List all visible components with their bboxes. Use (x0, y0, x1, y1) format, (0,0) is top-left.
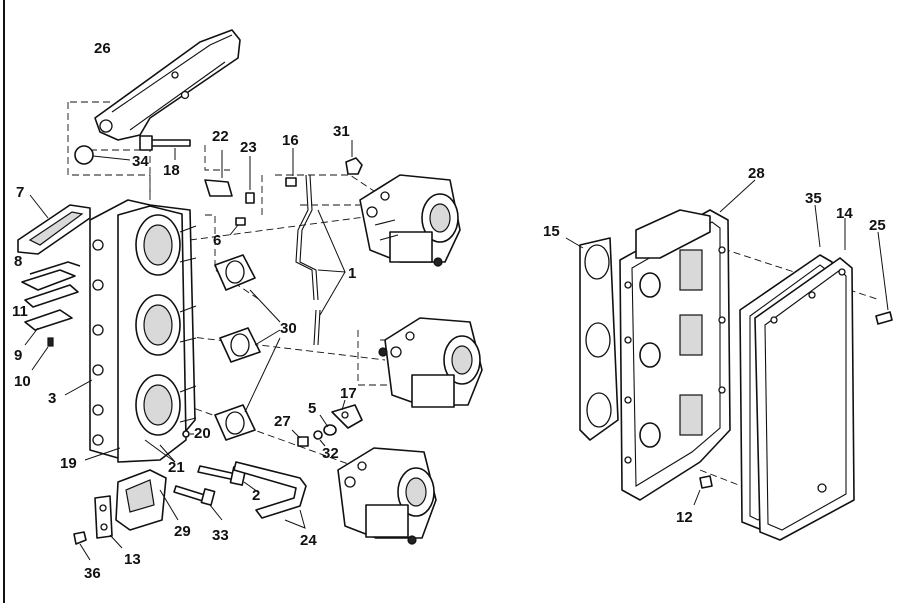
callout-13: 13 (124, 551, 141, 568)
part-21-fitting (144, 439, 176, 463)
part-16-screw (285, 148, 297, 187)
part-23-screw (245, 156, 255, 204)
part-10-screw (31, 337, 54, 371)
part-14-exhaust-cover (754, 218, 855, 541)
part-32-nut (313, 430, 326, 447)
callout-labels: 1 2 3 5 6 7 8 9 10 11 12 13 14 15 16 17 … (12, 40, 886, 582)
part-24-hose (233, 461, 307, 529)
callout-21: 21 (168, 459, 185, 476)
part-29-bracket (115, 469, 179, 531)
callout-20: 20 (194, 425, 211, 442)
callout-31: 31 (333, 123, 350, 140)
callout-1: 1 (348, 265, 356, 282)
part-13-plate (94, 495, 123, 549)
callout-7: 7 (16, 184, 24, 201)
part-34-plug (74, 145, 131, 165)
part-30-gaskets (214, 254, 281, 441)
part-20-pin (182, 430, 194, 438)
callout-29: 29 (174, 523, 191, 540)
callout-10: 10 (14, 373, 31, 390)
carburetor-middle (378, 317, 483, 408)
callout-23: 23 (240, 139, 257, 156)
part-12-screw (693, 475, 713, 506)
callout-18: 18 (163, 162, 180, 179)
callout-32: 32 (322, 445, 339, 462)
part-11-reed-stop (24, 284, 79, 308)
callout-11: 11 (12, 303, 28, 320)
callout-30: 30 (280, 320, 297, 337)
carburetor-bottom (337, 447, 437, 545)
callout-17: 17 (340, 385, 357, 402)
callout-26: 26 (94, 40, 111, 57)
callout-16: 16 (282, 132, 299, 149)
part-31-nut (345, 140, 363, 175)
callout-8: 8 (14, 253, 22, 270)
carburetor-top (359, 174, 461, 267)
callout-22: 22 (212, 128, 229, 145)
part-5-washer (319, 414, 337, 436)
part-25-screw (875, 231, 893, 325)
callout-25: 25 (869, 217, 886, 234)
part-26-arm (94, 29, 241, 141)
part-19-leader (84, 447, 121, 461)
part-8-reed-plate (21, 261, 81, 291)
callout-19: 19 (60, 455, 77, 472)
callout-28: 28 (748, 165, 765, 182)
callout-14: 14 (836, 205, 853, 222)
callout-6: 6 (213, 232, 221, 249)
callout-2: 2 (252, 487, 260, 504)
part-15-exhaust-gasket (565, 237, 619, 441)
callout-12: 12 (676, 509, 693, 526)
part-27-screw (291, 429, 309, 447)
part-17-bracket (331, 399, 363, 429)
part-7-reed-block (17, 194, 91, 255)
callout-34: 34 (132, 153, 149, 170)
part-3-intake-manifold (64, 199, 197, 463)
callout-15: 15 (543, 223, 560, 240)
part-22-clip (204, 150, 233, 197)
part-36-screw (73, 531, 91, 561)
part-33-bolt (173, 485, 223, 521)
part-1-linkage (295, 174, 346, 346)
part-18-bolt (139, 135, 191, 160)
callout-5: 5 (308, 400, 316, 417)
callout-35: 35 (805, 190, 822, 207)
part-9-plate (24, 309, 73, 346)
callout-3: 3 (48, 390, 56, 407)
part-28-exhaust-cover-plate (619, 179, 756, 501)
callout-9: 9 (14, 347, 22, 364)
callout-24: 24 (300, 532, 317, 549)
callout-33: 33 (212, 527, 229, 544)
part-6-screw (229, 217, 246, 236)
callout-27: 27 (274, 413, 291, 430)
callout-36: 36 (84, 565, 101, 582)
